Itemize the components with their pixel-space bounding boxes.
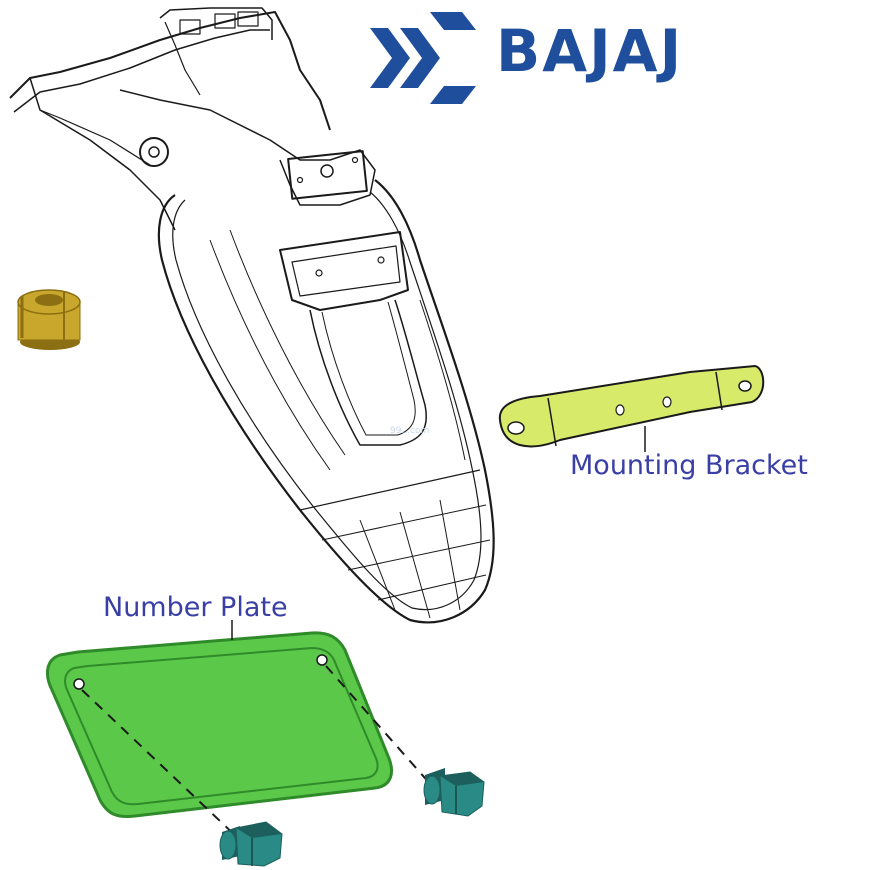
number-plate-label: Number Plate	[103, 592, 288, 623]
rear-mudguard	[9, 7, 495, 624]
flange-nut	[17, 289, 81, 350]
hex-bolt-left	[219, 821, 283, 867]
bajaj-logo-icon	[370, 12, 476, 104]
mounting-bracket	[498, 364, 765, 448]
alignment-line-right	[325, 665, 433, 787]
alignment-line-left	[81, 689, 241, 841]
mounting-bracket-label: Mounting Bracket	[570, 450, 808, 481]
number-plate	[46, 631, 393, 819]
brand-name: BAJAJ	[496, 17, 684, 85]
hex-bolt-right	[423, 768, 485, 817]
watermark: 99...com	[390, 426, 430, 436]
